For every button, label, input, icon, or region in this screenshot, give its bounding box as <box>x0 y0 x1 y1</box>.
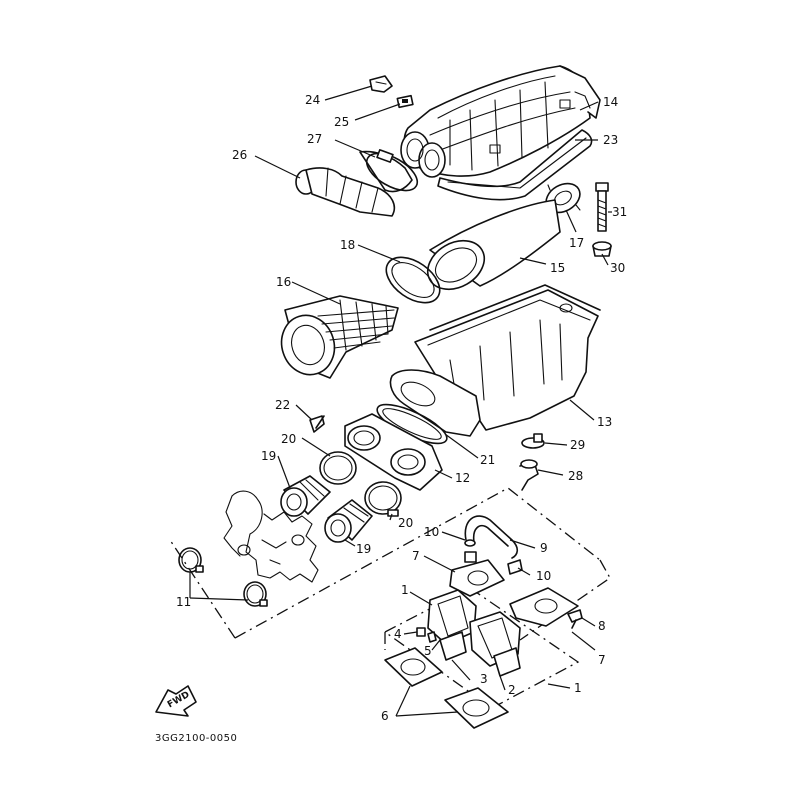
callout-30: 30 <box>610 261 625 275</box>
intake-duct <box>295 149 419 217</box>
reed-gaskets <box>384 647 509 729</box>
callout-17: 17 <box>569 236 584 250</box>
clip-parts <box>369 75 414 109</box>
callout-19-upper: 19 <box>261 449 276 463</box>
rubber-joints <box>280 475 373 543</box>
joint-gasket-bolt <box>309 403 448 445</box>
air-box-cover <box>400 65 601 201</box>
reed-valve-mounts <box>449 559 583 629</box>
drawing-code: 3GG2100-0050 <box>155 733 237 744</box>
callout-7-upper: 7 <box>412 549 420 563</box>
callout-11: 11 <box>176 595 191 609</box>
callout-20-lower: 20 <box>398 516 413 530</box>
callout-1-lower: 1 <box>574 681 582 695</box>
hose-clamps <box>319 451 402 517</box>
callout-26: 26 <box>232 148 247 162</box>
callout-19-lower: 19 <box>356 542 371 556</box>
callout-14: 14 <box>603 95 618 109</box>
assembly-dash-outlines <box>169 487 611 709</box>
callout-4: 4 <box>394 627 402 641</box>
callout-3: 3 <box>480 672 488 686</box>
callout-18: 18 <box>340 238 355 252</box>
callout-28: 28 <box>568 469 583 483</box>
filter-cage <box>280 295 399 379</box>
callout-5: 5 <box>424 644 432 658</box>
callout-12: 12 <box>455 471 470 485</box>
small-clamps <box>178 547 268 607</box>
engine-case-sketch <box>223 490 319 583</box>
callout-9: 9 <box>540 541 548 555</box>
callout-31: 31 <box>612 205 627 219</box>
callout-22: 22 <box>275 398 290 412</box>
callout-29: 29 <box>570 438 585 452</box>
callout-10-left: 10 <box>424 525 439 539</box>
leader-lines <box>189 85 612 717</box>
callout-20-upper: 20 <box>281 432 296 446</box>
filter-ring <box>385 256 441 304</box>
drain-parts <box>519 433 545 491</box>
callout-27: 27 <box>307 132 322 146</box>
callout-10-right: 10 <box>536 569 551 583</box>
callout-7-lower: 7 <box>598 653 606 667</box>
filter-element <box>426 199 561 291</box>
callout-25: 25 <box>334 115 349 129</box>
callout-1-upper: 1 <box>401 583 409 597</box>
callout-16: 16 <box>276 275 291 289</box>
callout-2: 2 <box>508 683 516 697</box>
fwd-arrow-icon: FWD <box>155 685 197 717</box>
callout-8: 8 <box>598 619 606 633</box>
callout-13: 13 <box>597 415 612 429</box>
air-box-case <box>389 284 601 437</box>
callout-21: 21 <box>480 453 495 467</box>
callout-24: 24 <box>305 93 320 107</box>
reed-valves <box>416 589 521 677</box>
callout-23: 23 <box>603 133 618 147</box>
callout-15: 15 <box>550 261 565 275</box>
carburetor-joint <box>344 413 443 491</box>
callout-numbers: 24 25 27 26 14 23 31 17 30 15 18 16 13 2… <box>176 93 627 723</box>
callout-6: 6 <box>381 709 389 723</box>
